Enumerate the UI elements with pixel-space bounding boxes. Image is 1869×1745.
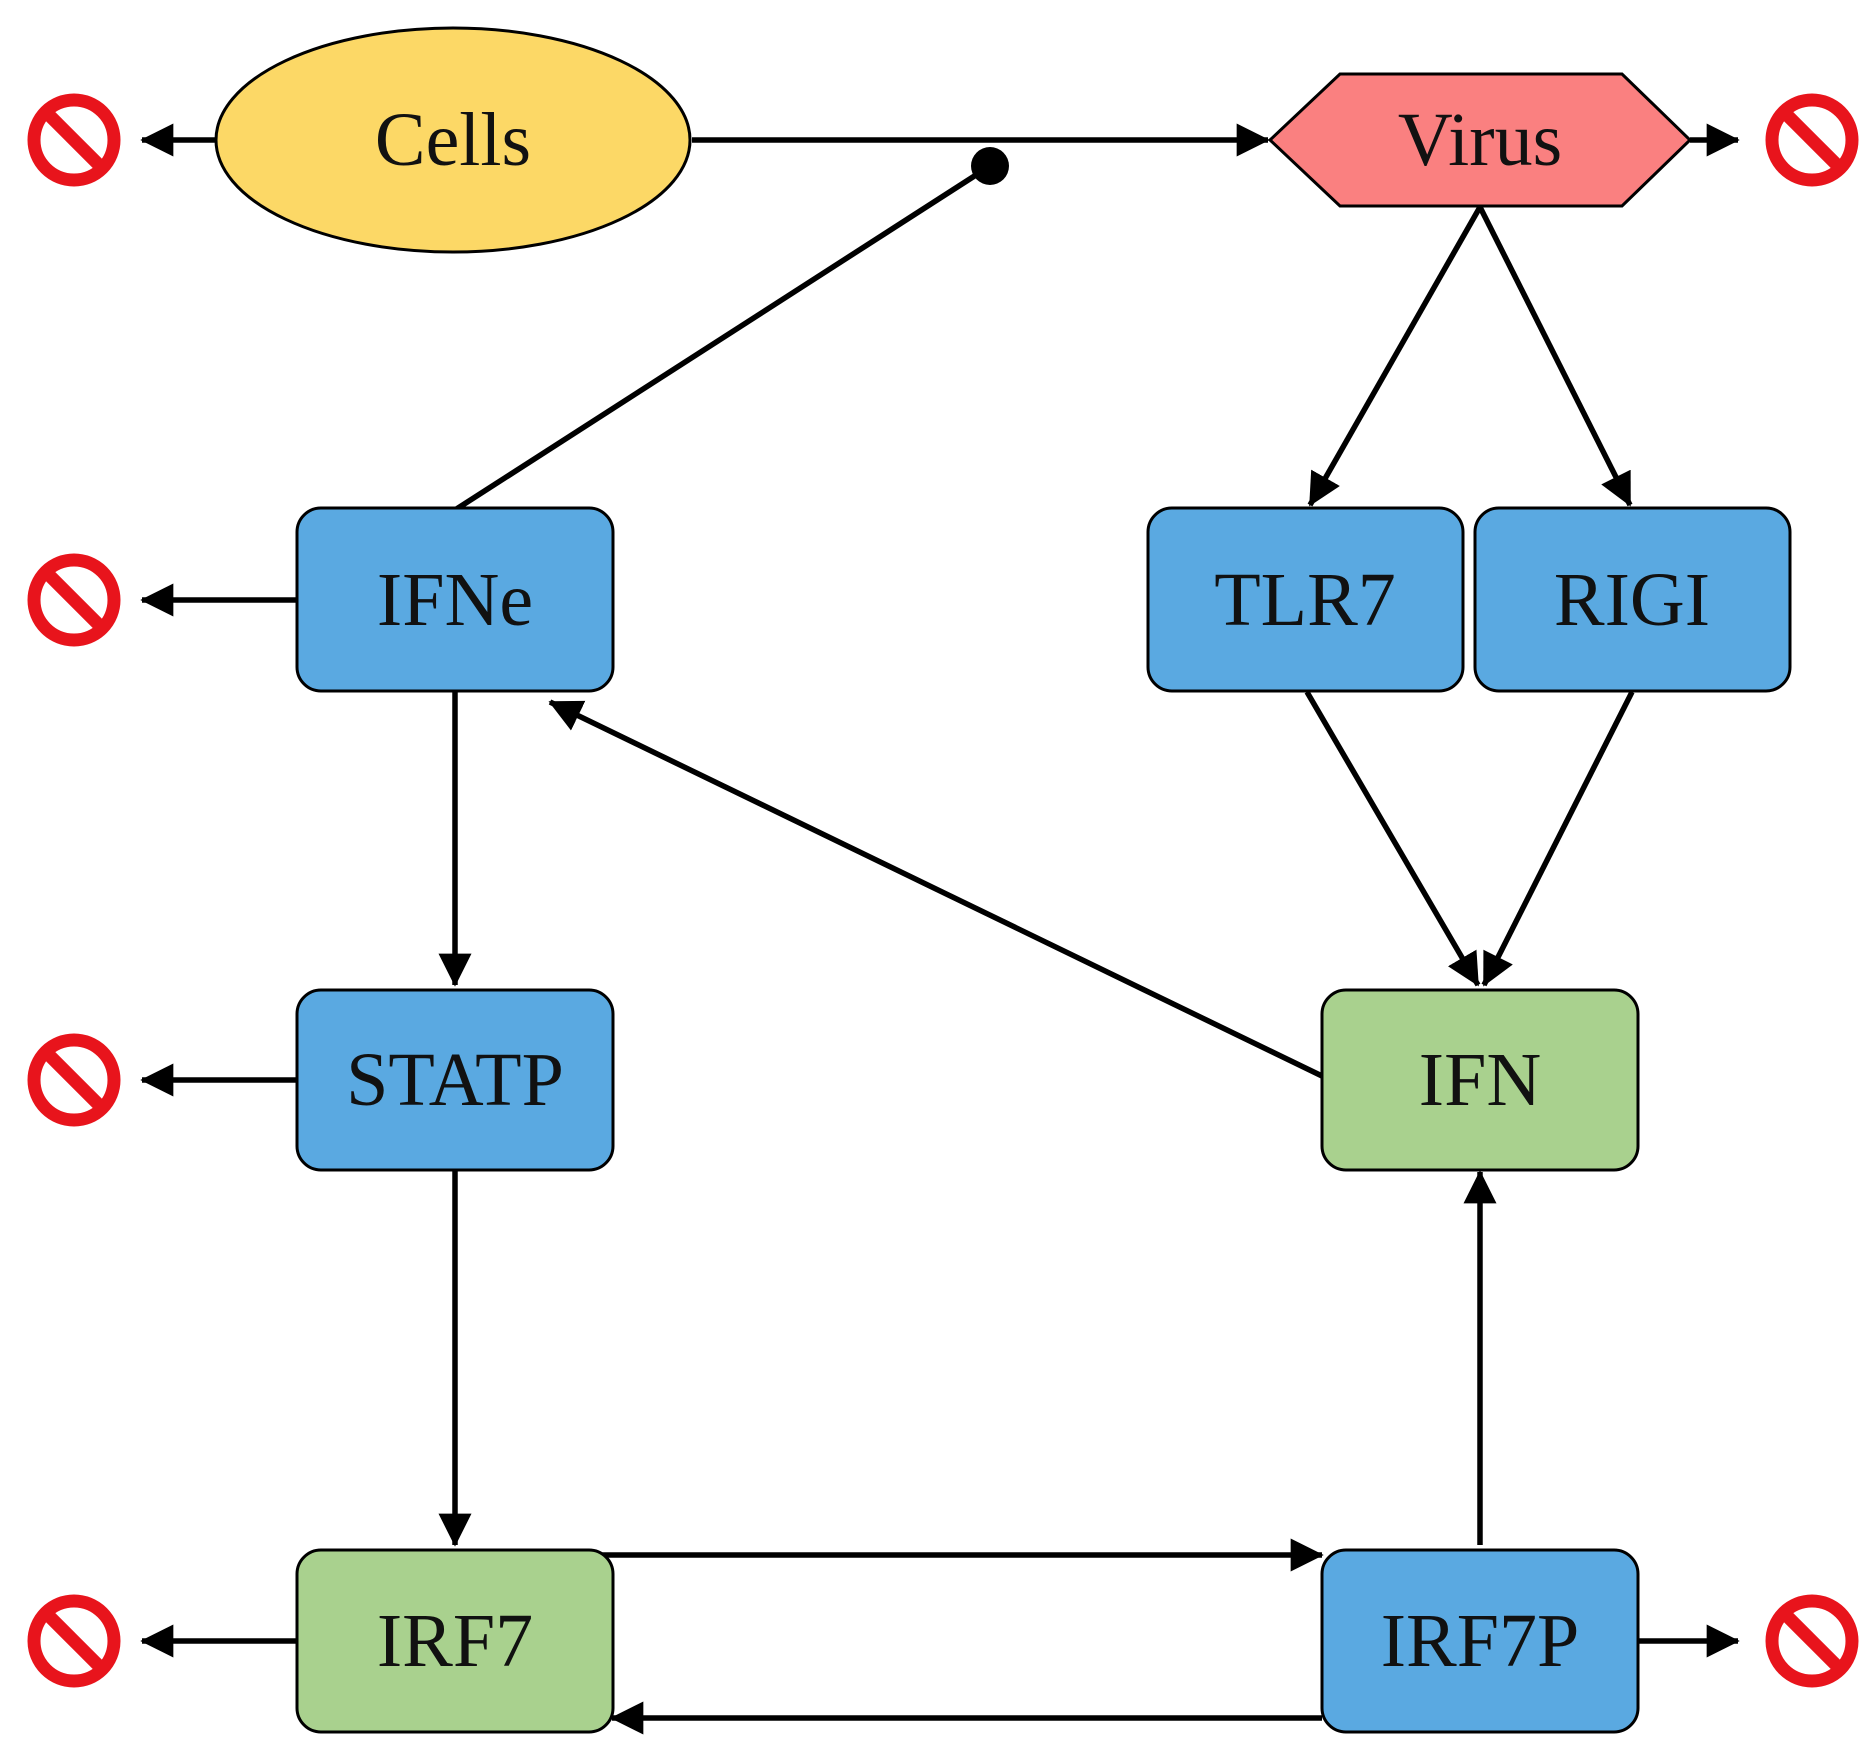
virus-shape	[1267, 72, 1693, 208]
cells-shape	[214, 26, 692, 254]
node-label: RIGI	[1554, 558, 1710, 642]
node-irf7: IRF7	[295, 1548, 615, 1734]
node-label: IRF7P	[1381, 1599, 1580, 1683]
tlr7-shape	[1146, 506, 1465, 693]
node-label: Cells	[375, 98, 531, 182]
edge-rigi-to-ifn	[1481, 690, 1635, 987]
ifn-shape	[1320, 988, 1640, 1172]
irf7p-shape	[1320, 1548, 1640, 1734]
node-tlr7: TLR7	[1146, 506, 1465, 693]
edges-layer	[140, 123, 1740, 1735]
node-label: IRF7	[377, 1599, 533, 1683]
prohibition-icon	[1772, 1601, 1852, 1681]
node-ifne: IFNe	[295, 506, 615, 693]
node-label: IFNe	[377, 558, 533, 642]
statp-shape	[295, 988, 615, 1172]
edge-ifn-to-ifne	[548, 699, 1324, 1079]
ifne-shape	[295, 506, 615, 693]
edge-virus-to-rigi	[1477, 205, 1633, 507]
edge-tlr7-to-ifn	[1304, 690, 1481, 987]
node-ifn: IFN	[1320, 988, 1640, 1172]
prohibition-icon	[34, 1601, 114, 1681]
node-label: IFN	[1419, 1038, 1541, 1122]
node-cells: Cells	[214, 26, 692, 254]
inhibition-dot	[971, 147, 1009, 185]
prohibition-icon	[34, 560, 114, 640]
node-virus: Virus	[1267, 72, 1693, 208]
prohibition-icon	[34, 1040, 114, 1120]
edge-ifne-inhibits-infection	[453, 163, 992, 513]
node-label: STATP	[346, 1038, 564, 1122]
rigi-shape	[1473, 506, 1792, 693]
prohibition-icon	[1772, 100, 1852, 180]
nodes-layer: Cells Virus IFNe TLR7 RIGI STATP	[214, 26, 1792, 1734]
node-irf7p: IRF7P	[1320, 1548, 1640, 1734]
node-label: TLR7	[1214, 558, 1396, 642]
irf7-shape	[295, 1548, 615, 1734]
node-statp: STATP	[295, 988, 615, 1172]
node-label: Virus	[1398, 98, 1562, 182]
prohibition-icon	[34, 100, 114, 180]
node-rigi: RIGI	[1473, 506, 1792, 693]
edge-virus-to-tlr7	[1307, 205, 1483, 507]
